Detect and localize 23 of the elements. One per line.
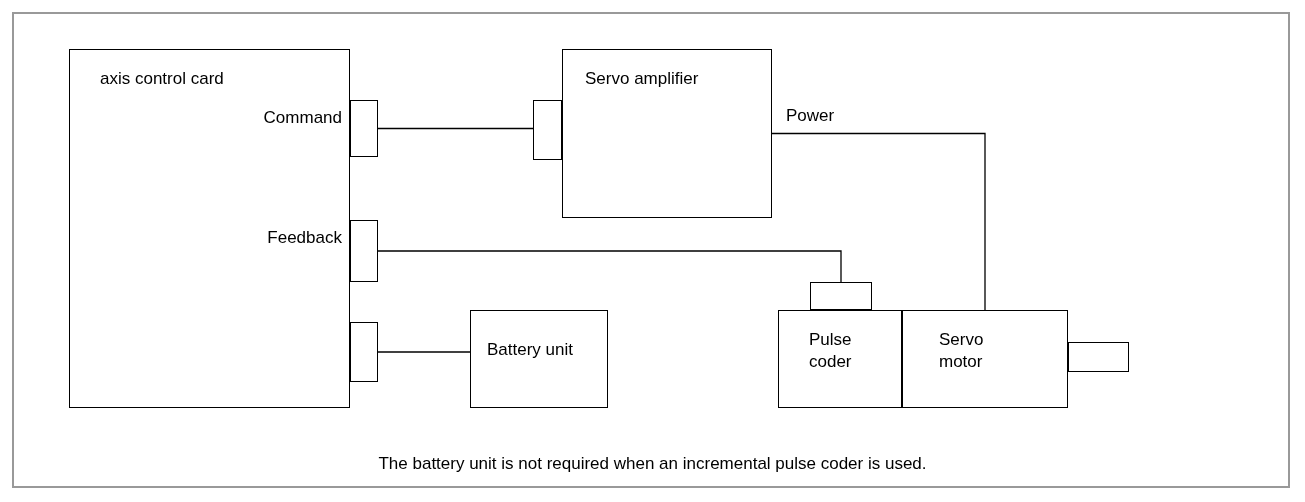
battery-box bbox=[470, 310, 608, 408]
connector-box bbox=[810, 282, 872, 310]
connector-box bbox=[350, 322, 378, 382]
port-label: Command bbox=[263, 108, 342, 128]
connector-box bbox=[533, 100, 562, 160]
connecting-line bbox=[377, 250, 842, 283]
caption: The battery unit is not required when an incremental pulse coder is used. bbox=[378, 454, 927, 474]
control-card-box bbox=[69, 49, 350, 408]
connecting-line bbox=[377, 351, 471, 353]
connecting-line bbox=[377, 127, 534, 130]
node-label: Servo amplifier bbox=[585, 68, 700, 90]
connector-box bbox=[350, 220, 378, 282]
node-label: Pulse coder bbox=[809, 329, 853, 373]
connecting-line bbox=[771, 132, 986, 311]
node-label: Servo motor bbox=[939, 329, 985, 373]
node-label: Battery unit bbox=[487, 339, 574, 361]
port-label: Feedback bbox=[267, 228, 342, 248]
shaft-box bbox=[1068, 342, 1129, 372]
connector-box bbox=[350, 100, 378, 157]
node-label: axis control card bbox=[100, 68, 225, 90]
pulse-coder-box bbox=[778, 310, 902, 408]
amplifier-box bbox=[562, 49, 772, 218]
servo-motor-box bbox=[902, 310, 1068, 408]
